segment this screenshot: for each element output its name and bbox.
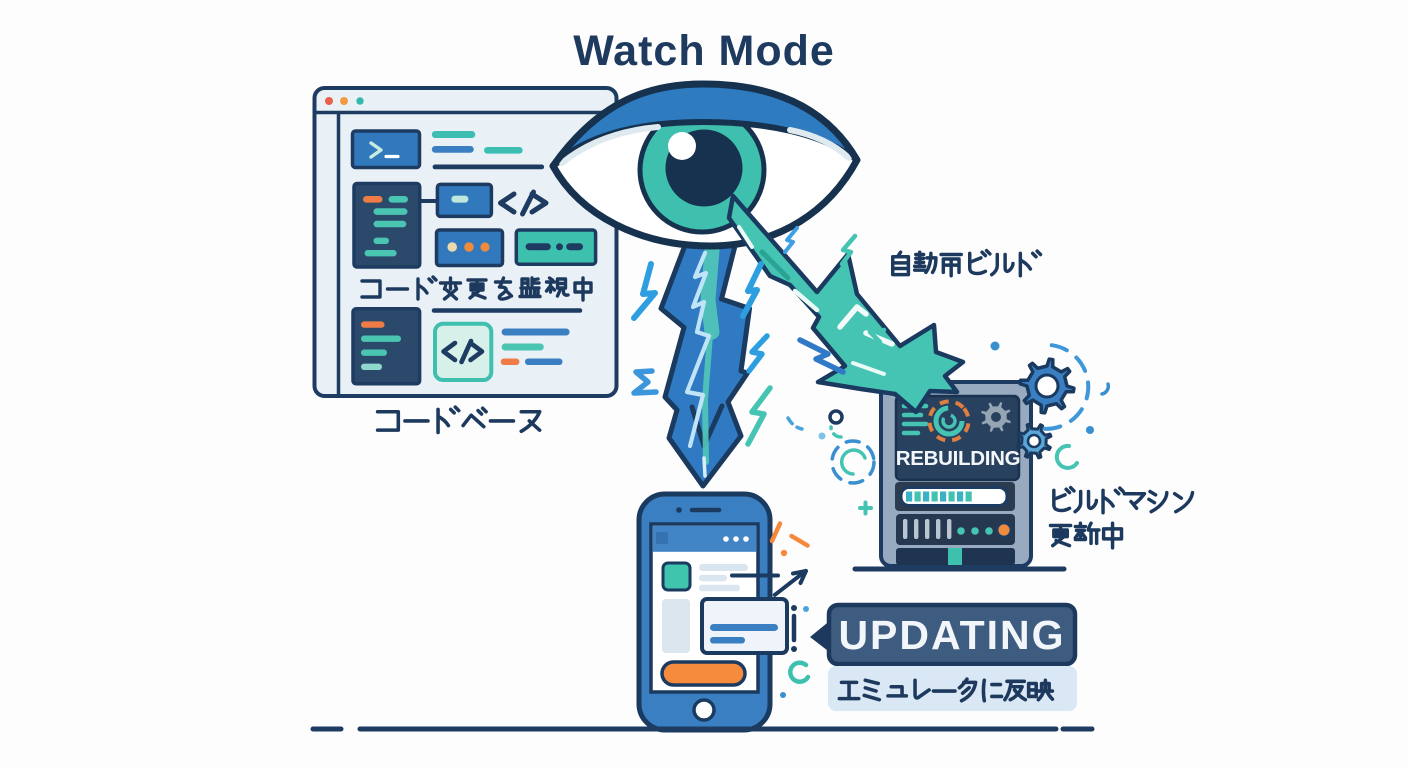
svg-text:UPDATING: UPDATING <box>838 612 1065 658</box>
svg-text:Watch Mode: Watch Mode <box>573 27 835 75</box>
svg-text:REBUILDING: REBUILDING <box>896 447 1021 470</box>
